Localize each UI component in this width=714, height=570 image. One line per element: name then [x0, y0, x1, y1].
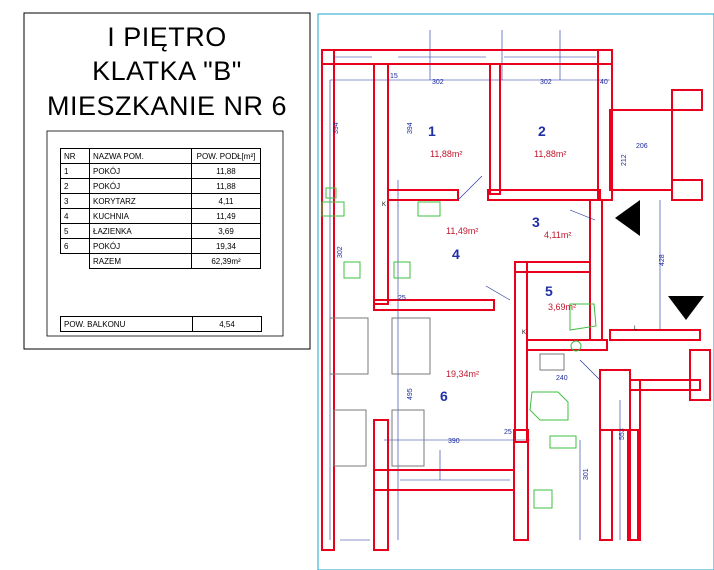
fixture-label-k2: K [522, 330, 526, 336]
room-area-5: 3,69m² [548, 302, 576, 312]
dim-302-b: 302 [540, 79, 552, 86]
total-label: RAZEM [89, 253, 192, 269]
dim-495: 495 [407, 388, 414, 400]
room-number-4: 4 [452, 246, 460, 262]
table-row: 2 POKÓJ 11,88 [60, 178, 261, 194]
title-stairwell: KLATKA "B" [92, 56, 242, 86]
room-area-2: 11,88m² [534, 149, 566, 159]
total-area: 62,39m² [191, 253, 261, 269]
dim-390: 390 [448, 438, 460, 445]
room-number-3: 3 [532, 214, 540, 230]
row-name: POKÓJ [89, 178, 192, 194]
dim-206: 206 [636, 143, 648, 150]
dim-25-b: 25 [504, 429, 512, 436]
room-number-1: 1 [428, 123, 436, 139]
dim-428: 428 [659, 254, 666, 266]
stair-arrow-left [615, 200, 640, 236]
stair-arrow-down [668, 296, 704, 320]
balcony-table: POW. BALKONU 4,54 [60, 316, 262, 332]
title-apartment: MIESZKANIE NR 6 [46, 91, 288, 121]
row-area: 11,88 [191, 163, 261, 179]
row-name: ŁAZIENKA [89, 223, 192, 239]
row-name: KORYTARZ [89, 193, 192, 209]
header-area: POW. PODŁ[m²] [191, 148, 261, 164]
table-row: 5 ŁAZIENKA 3,69 [60, 223, 261, 239]
balcony-area: 4,54 [192, 316, 262, 332]
dim-302-c: 302 [337, 246, 344, 258]
door-swings [439, 175, 601, 480]
row-name: POKÓJ [89, 238, 192, 254]
dim-301: 301 [583, 468, 590, 480]
header-nr: NR [60, 148, 90, 164]
table-row: 1 POKÓJ 11,88 [60, 163, 261, 179]
row-area: 4,11 [191, 193, 261, 209]
room-area-6: 19,34m² [446, 369, 479, 379]
balcony-row: POW. BALKONU 4,54 [60, 316, 262, 332]
plan-frame [317, 13, 714, 570]
row-area: 11,88 [191, 178, 261, 194]
walls [321, 49, 711, 551]
table-row: 3 KORYTARZ 4,11 [60, 193, 261, 209]
room-area-3: 4,11m² [544, 230, 571, 240]
dim-394-b: 394 [407, 122, 414, 134]
furniture [329, 317, 565, 467]
table-frame [46, 130, 284, 337]
windows [334, 56, 596, 541]
row-area: 11,49 [191, 208, 261, 224]
room-number-2: 2 [538, 123, 546, 139]
room-area-1: 11,88m² [430, 149, 462, 159]
row-name: KUCHNIA [89, 208, 192, 224]
row-area: 19,34 [191, 238, 261, 254]
fixture-label-l: L [634, 326, 638, 332]
dim-15: 15 [390, 73, 398, 80]
row-nr: 1 [60, 163, 90, 179]
row-nr: 3 [60, 193, 90, 209]
total-spacer [61, 254, 90, 269]
room-number-6: 6 [440, 388, 448, 404]
dim-553: 553 [619, 428, 626, 440]
room-number-5: 5 [545, 283, 553, 299]
dim-394-a: 394 [333, 122, 340, 134]
dim-40: 40 [600, 79, 608, 86]
row-area: 3,69 [191, 223, 261, 239]
room-area-4: 11,49m² [446, 226, 478, 236]
table-total-row: RAZEM 62,39m² [61, 253, 261, 269]
dim-302-a: 302 [432, 79, 444, 86]
room-table: NR NAZWA POM. POW. PODŁ[m²] 1 POKÓJ 11,8… [60, 148, 261, 269]
fixture-label-k1: K [382, 202, 386, 208]
dim-212: 212 [621, 154, 628, 166]
table-header-row: NR NAZWA POM. POW. PODŁ[m²] [60, 148, 261, 164]
dim-240: 240 [556, 375, 568, 382]
row-nr: 6 [60, 238, 90, 254]
dimension-lines [329, 30, 661, 540]
legend-frame [23, 12, 311, 350]
row-nr: 4 [60, 208, 90, 224]
balcony-label: POW. BALKONU [60, 316, 193, 332]
row-name: POKÓJ [89, 163, 192, 179]
title-floor: I PIĘTRO [107, 22, 227, 52]
fixtures [321, 187, 597, 509]
header-name: NAZWA POM. [89, 148, 192, 164]
dim-25-a: 25 [398, 295, 406, 302]
row-nr: 5 [60, 223, 90, 239]
table-row: 6 POKÓJ 19,34 [60, 238, 261, 254]
row-nr: 2 [60, 178, 90, 194]
table-row: 4 KUCHNIA 11,49 [60, 208, 261, 224]
